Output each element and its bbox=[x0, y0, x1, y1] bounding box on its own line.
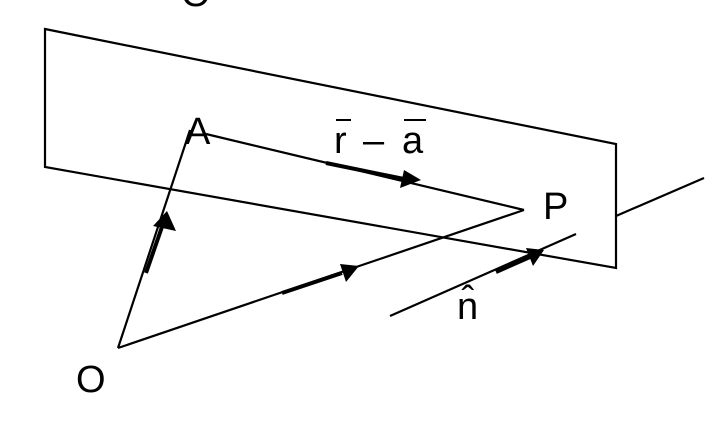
vector-op-arrow-shaft bbox=[281, 271, 343, 295]
plane bbox=[43, 27, 618, 270]
point-p-label: P bbox=[543, 186, 568, 228]
vector-a-label: a bbox=[402, 120, 424, 162]
point-a-label: A bbox=[185, 111, 211, 153]
normal-line bbox=[389, 232, 577, 318]
vector-ap-arrowhead bbox=[400, 170, 421, 188]
vector-minus-sign: – bbox=[363, 120, 385, 162]
vector-oa-arrowhead bbox=[153, 211, 176, 231]
normal-label: n̂ bbox=[457, 284, 478, 328]
point-o-label: O bbox=[76, 359, 106, 401]
vector-op-arrowhead bbox=[340, 264, 359, 282]
vector-oa-line bbox=[116, 129, 192, 349]
vector-r-label: r bbox=[334, 120, 347, 162]
vector-oa-arrow-shaft bbox=[144, 223, 165, 274]
vector-r-minus-a-label: r – a bbox=[334, 119, 426, 162]
line-right-of-plane bbox=[615, 176, 705, 218]
vector-ap-arrow-shaft bbox=[325, 161, 405, 181]
top-cropped-label: O bbox=[181, 0, 211, 15]
normal-arrowhead bbox=[526, 248, 544, 266]
normal-arrow-shaft bbox=[495, 255, 531, 274]
